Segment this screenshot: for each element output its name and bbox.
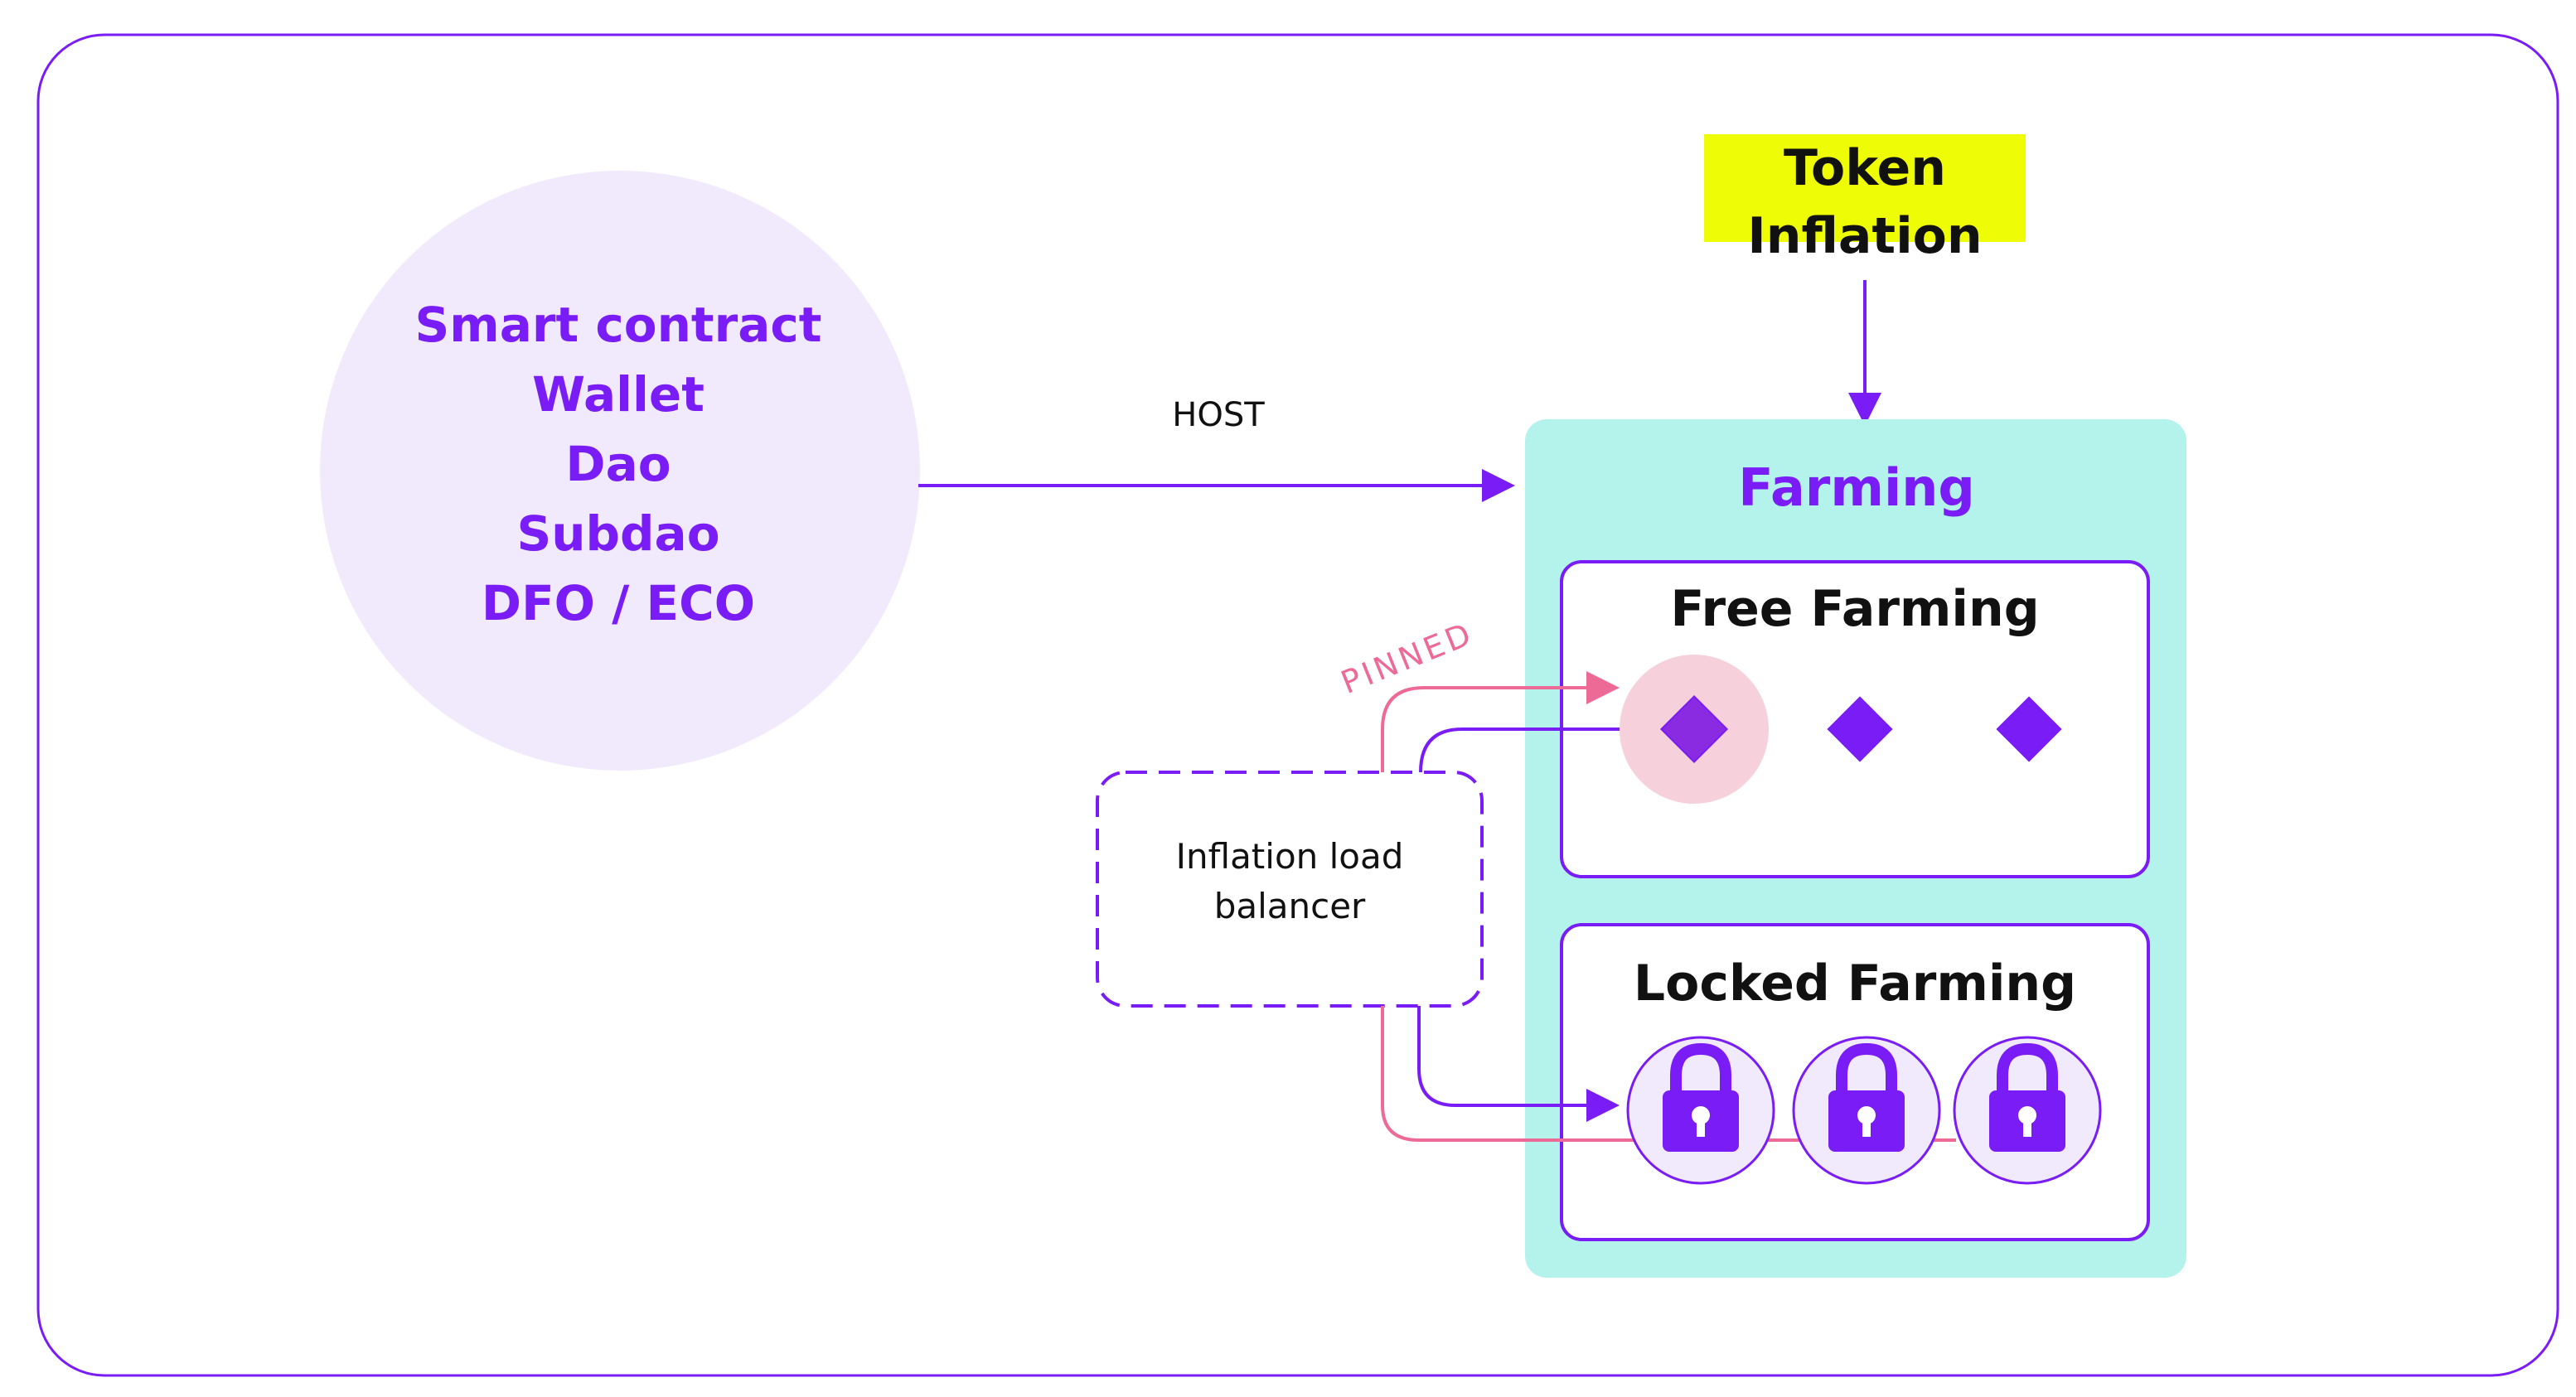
load-balancer-label: Inflation load balancer — [1099, 832, 1480, 931]
token-inflation-line-1: Token — [1784, 139, 1946, 197]
token-inflation-line-2: Inflation — [1747, 207, 1983, 265]
free-farming-title: Free Farming — [1670, 580, 2040, 638]
pinned-connector-locked — [1381, 1006, 1956, 1142]
entity-list: Smart contract Wallet Dao Subdao DFO / E… — [320, 290, 917, 638]
load-balancer-line-2: balancer — [1213, 886, 1366, 926]
balancer-connector-locked — [1417, 1006, 1620, 1122]
balancer-connector-free — [1419, 728, 1621, 773]
diamond-icon — [1659, 694, 1729, 764]
entity-wallet: Wallet — [532, 366, 705, 423]
entity-dao: Dao — [565, 436, 671, 492]
lock-icon — [1626, 1036, 1775, 1185]
host-label: HOST — [1172, 396, 1265, 434]
lock-icon — [1953, 1036, 2102, 1185]
pinned-connector-free — [1381, 671, 1620, 772]
entity-dfo-eco: DFO / ECO — [481, 575, 756, 631]
token-inflation-label: Token Inflation — [1704, 134, 2026, 265]
entity-smart-contract: Smart contract — [414, 297, 822, 353]
load-balancer-box — [1096, 771, 1484, 1008]
entity-subdao: Subdao — [516, 505, 720, 562]
locked-farming-title: Locked Farming — [1633, 955, 2077, 1013]
load-balancer-line-1: Inflation load — [1175, 836, 1404, 877]
entity-circle — [320, 171, 920, 771]
lock-icon — [1792, 1036, 1941, 1185]
outer-frame — [36, 33, 2559, 1377]
farming-title: Farming — [1738, 457, 1975, 518]
